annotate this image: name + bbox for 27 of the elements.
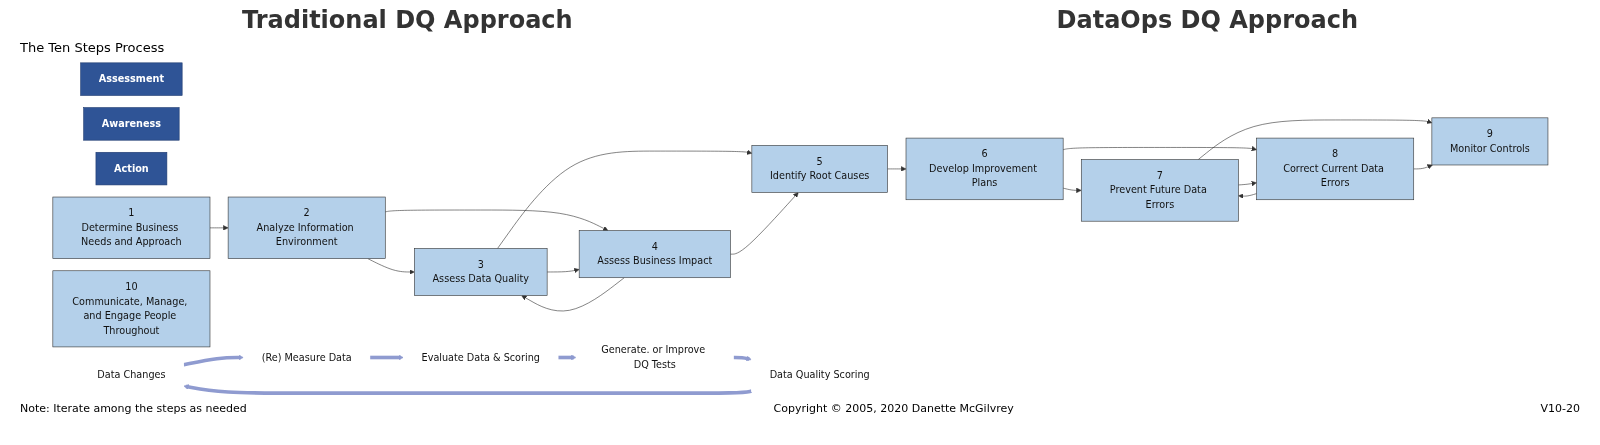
- node-text: Evaluate Data & Scoring: [421, 351, 540, 363]
- node-box: 8 Correct Current Data Errors: [1255, 137, 1414, 201]
- node-box: Action: [95, 152, 167, 186]
- panel-title: DataOps DQ Approach: [1056, 6, 1359, 34]
- panel-title: Traditional DQ Approach: [241, 6, 573, 34]
- node-box: Assessment: [79, 62, 183, 96]
- node-box: 5 Identify Root Causes: [751, 145, 888, 193]
- node-box: 2 Analyze Information Environment: [227, 196, 386, 259]
- arrow: [182, 354, 244, 367]
- note-text: Note: Iterate among the steps as needed: [20, 401, 247, 415]
- node-box: 9 Monitor Controls: [1431, 117, 1548, 166]
- arrow: [369, 354, 404, 361]
- version-text: V10-20: [1540, 401, 1580, 415]
- node-text: (Re) Measure Data: [261, 351, 352, 363]
- node-text: Data Quality Scoring: [769, 369, 870, 381]
- node-box: 1 Determine Business Needs and Approach: [52, 196, 210, 259]
- node-box: 6 Develop Improvement Plans: [905, 137, 1064, 201]
- node-box: 3 Assess Data Quality: [413, 248, 548, 296]
- node-box: 7 Prevent Future Data Errors: [1080, 159, 1239, 222]
- node-text: Data Changes: [96, 369, 166, 381]
- arrow: [732, 355, 752, 362]
- node-box: 4 Assess Business Impact: [578, 230, 731, 279]
- arrow: [183, 384, 752, 395]
- node-text: Generate. or Improve DQ Tests: [600, 344, 705, 371]
- node-box: 10 Communicate, Manage, and Engage People Throughout: [52, 270, 210, 348]
- copyright-text: Copyright © 2005, 2020 Danette McGilvrey: [773, 401, 1014, 415]
- node-box: Awareness: [82, 107, 180, 141]
